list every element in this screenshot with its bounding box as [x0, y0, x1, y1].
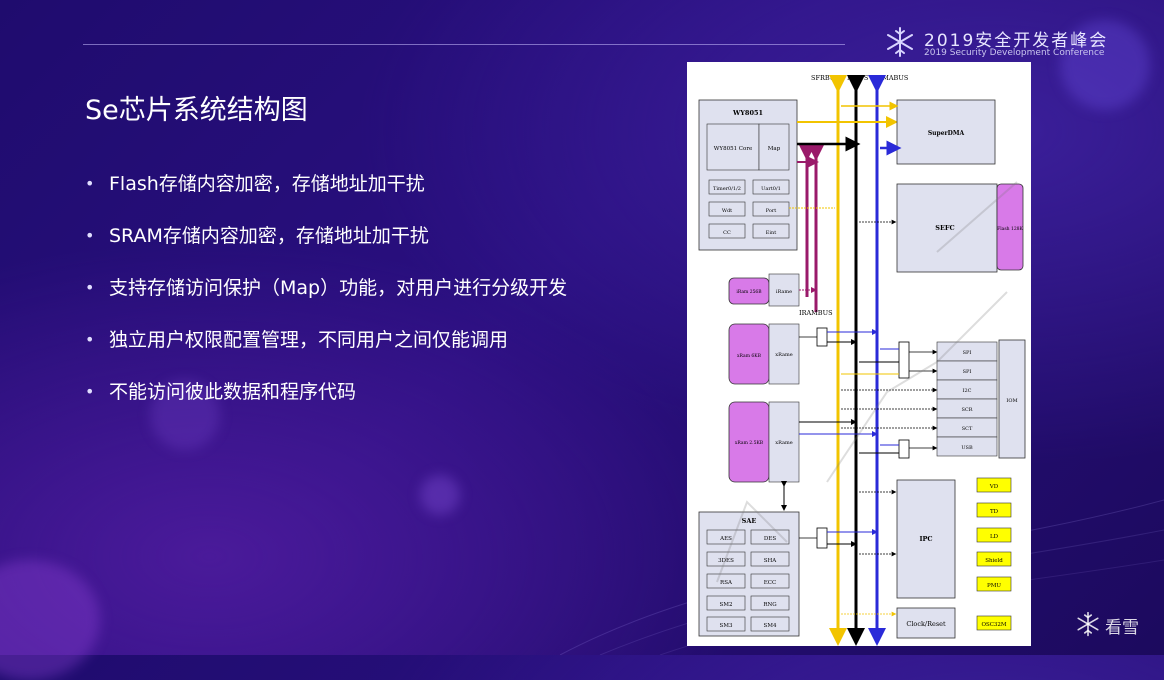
wy8051-core-label: WY8051 Core	[714, 146, 752, 152]
xram1-ctrl-block	[768, 323, 800, 385]
xram2-label: xRam 2.5KB	[735, 440, 764, 446]
sae-cell: SM4	[764, 623, 777, 629]
bus-label-irambus: IRAMBUS	[799, 309, 833, 317]
sae-cell: 3DES	[718, 558, 734, 564]
conference-logo: 2019安全开发者峰会 2019 Security Development Co…	[884, 24, 1154, 64]
sae-cell: RSA	[720, 580, 733, 586]
clock-reset-label: Clock/Reset	[906, 620, 946, 628]
wdt-label: Wdt	[722, 208, 732, 214]
analog-label: OSC32M	[981, 622, 1006, 628]
bullet-item: •Flash存储内容加密，存储地址加干扰	[85, 173, 425, 195]
bullet-dot: •	[85, 174, 95, 193]
analog-label: Shield	[985, 558, 1003, 564]
analog-label: PMU	[987, 583, 1001, 589]
peripheral-label: I2C	[963, 388, 972, 394]
bullet-dot: •	[85, 278, 95, 297]
sae-cell: SHA	[764, 558, 778, 564]
superdma-block	[896, 99, 996, 165]
superdma-label: SuperDMA	[928, 130, 965, 137]
ipc-label: IPC	[919, 535, 932, 543]
snowflake-icon	[1077, 611, 1099, 637]
peripheral-label: SCR	[961, 407, 972, 413]
ipc-block	[896, 479, 956, 599]
bullet-list: •Flash存储内容加密，存储地址加干扰 •SRAM存储内容加密，存储地址加干扰…	[85, 172, 567, 432]
clock-reset-block	[896, 607, 956, 639]
xram1-ctrl-label: xRame	[775, 352, 792, 358]
slide-title: Se芯片系统结构图	[85, 95, 308, 126]
analog-label: LD	[990, 534, 999, 540]
bus-label-mbus: MBUS	[847, 74, 868, 82]
xram2-ctrl-block	[768, 401, 800, 483]
iom-block	[998, 339, 1026, 459]
bus-label-sfrbus: SFRBUS	[811, 74, 840, 82]
bullet-item: •独立用户权限配置管理，不同用户之间仅能调用	[85, 329, 509, 351]
sae-cell: RNG	[763, 602, 776, 608]
iram-ctrl-label: iRame	[776, 289, 792, 295]
sae-cell: SM2	[720, 602, 733, 608]
peripheral-label: SPI	[963, 369, 972, 375]
wy8051-title: WY8051	[732, 109, 763, 117]
wy8051-map-label: Map	[768, 146, 781, 152]
eint-label: Eint	[766, 230, 776, 236]
sae-cell: SM3	[720, 623, 733, 629]
analog-blocks: VD TD LD Shield PMU OSC32M	[976, 477, 1012, 631]
bullet-dot: •	[85, 226, 95, 245]
xram1-label: xRam 6KB	[737, 353, 762, 359]
peripheral-label: SPI	[963, 350, 972, 356]
analog-label: VD	[989, 484, 999, 490]
flash-block	[996, 183, 1024, 271]
logo-subtitle: 2019 Security Development Conference	[924, 48, 1105, 58]
background-glow	[150, 380, 220, 450]
flash-label: Flash 128K	[997, 226, 1023, 232]
port-label: Port	[766, 208, 777, 214]
uart-label: Uart0/1	[761, 186, 781, 192]
peripheral-label: SCT	[962, 426, 973, 432]
peripheral-label: USB	[961, 445, 973, 451]
sae-cell: ECC	[764, 580, 776, 586]
bullet-item: •不能访问彼此数据和程序代码	[85, 381, 357, 403]
sae-title: SAE	[742, 517, 757, 525]
sae-cell: AES	[719, 536, 732, 542]
sefc-label: SEFC	[935, 224, 954, 232]
iram-label: iRam 256B	[736, 289, 762, 295]
sefc-block	[896, 183, 998, 273]
background-glow	[0, 560, 100, 680]
background-glow	[420, 475, 460, 515]
diagram-watermark	[716, 181, 1018, 583]
analog-label: TD	[990, 509, 999, 515]
bullet-dot: •	[85, 382, 95, 401]
bullet-dot: •	[85, 330, 95, 349]
logo-title: 2019安全开发者峰会	[924, 31, 1109, 51]
iram-ctrl-block	[768, 273, 800, 307]
timer-label: Timer0/1/2	[713, 186, 741, 192]
header-divider	[83, 44, 845, 45]
sae-cell: DES	[764, 536, 776, 542]
iom-label: IOM	[1006, 398, 1017, 404]
cc-label: CC	[723, 230, 731, 236]
watermark-text: 看雪	[1105, 618, 1139, 638]
kanxue-watermark: 看雪	[1075, 609, 1155, 639]
peripheral-stack: SPI SPI I2C SCR SCT USB	[936, 341, 998, 457]
bullet-item: •SRAM存储内容加密，存储地址加干扰	[85, 225, 429, 247]
xram2-ctrl-label: xRame	[775, 440, 792, 446]
snowflake-icon	[887, 27, 913, 57]
architecture-diagram-panel: SFRBUS MBUS DMABUS WY8051 WY8051 Core Ma…	[687, 62, 1031, 646]
bus-label-dmabus: DMABUS	[877, 74, 908, 82]
background-glow	[1060, 20, 1150, 110]
sae-cells: AES DES 3DES SHA RSA ECC SM2 RNG SM3 SM4	[706, 529, 790, 632]
bullet-item: •支持存储访问保护（Map）功能，对用户进行分级开发	[85, 277, 568, 299]
